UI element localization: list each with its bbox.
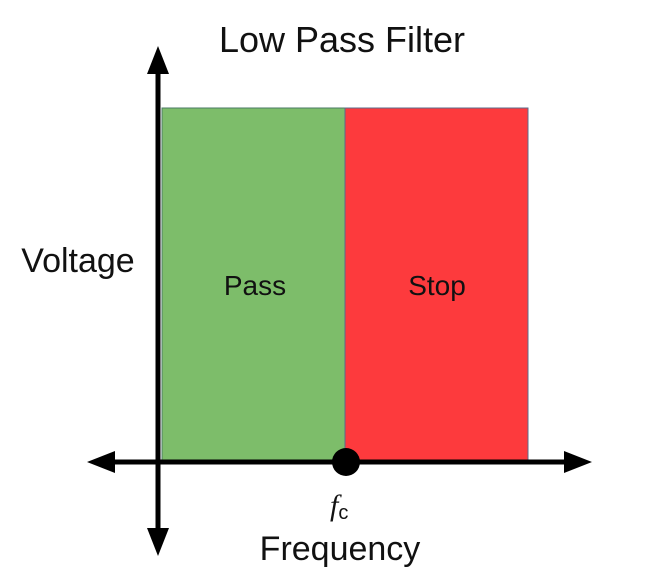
stop-band-region: [344, 107, 529, 463]
y-axis-label: Voltage: [21, 242, 134, 280]
cutoff-frequency-label: fc: [330, 489, 348, 524]
x-axis-label: Frequency: [260, 530, 421, 568]
cutoff-frequency-marker: [332, 448, 360, 476]
pass-band-region: [161, 107, 346, 463]
stop-band-label: Stop: [408, 270, 466, 301]
pass-band-label: Pass: [224, 270, 286, 301]
diagram-title: Low Pass Filter: [219, 19, 465, 60]
voltage-axis: [147, 46, 169, 556]
frequency-axis-arrow-right-icon: [564, 451, 592, 473]
cutoff-subscript: c: [338, 502, 348, 524]
voltage-axis-arrow-up-icon: [147, 46, 169, 74]
voltage-axis-arrow-down-icon: [147, 528, 169, 556]
frequency-axis-arrow-left-icon: [87, 451, 115, 473]
